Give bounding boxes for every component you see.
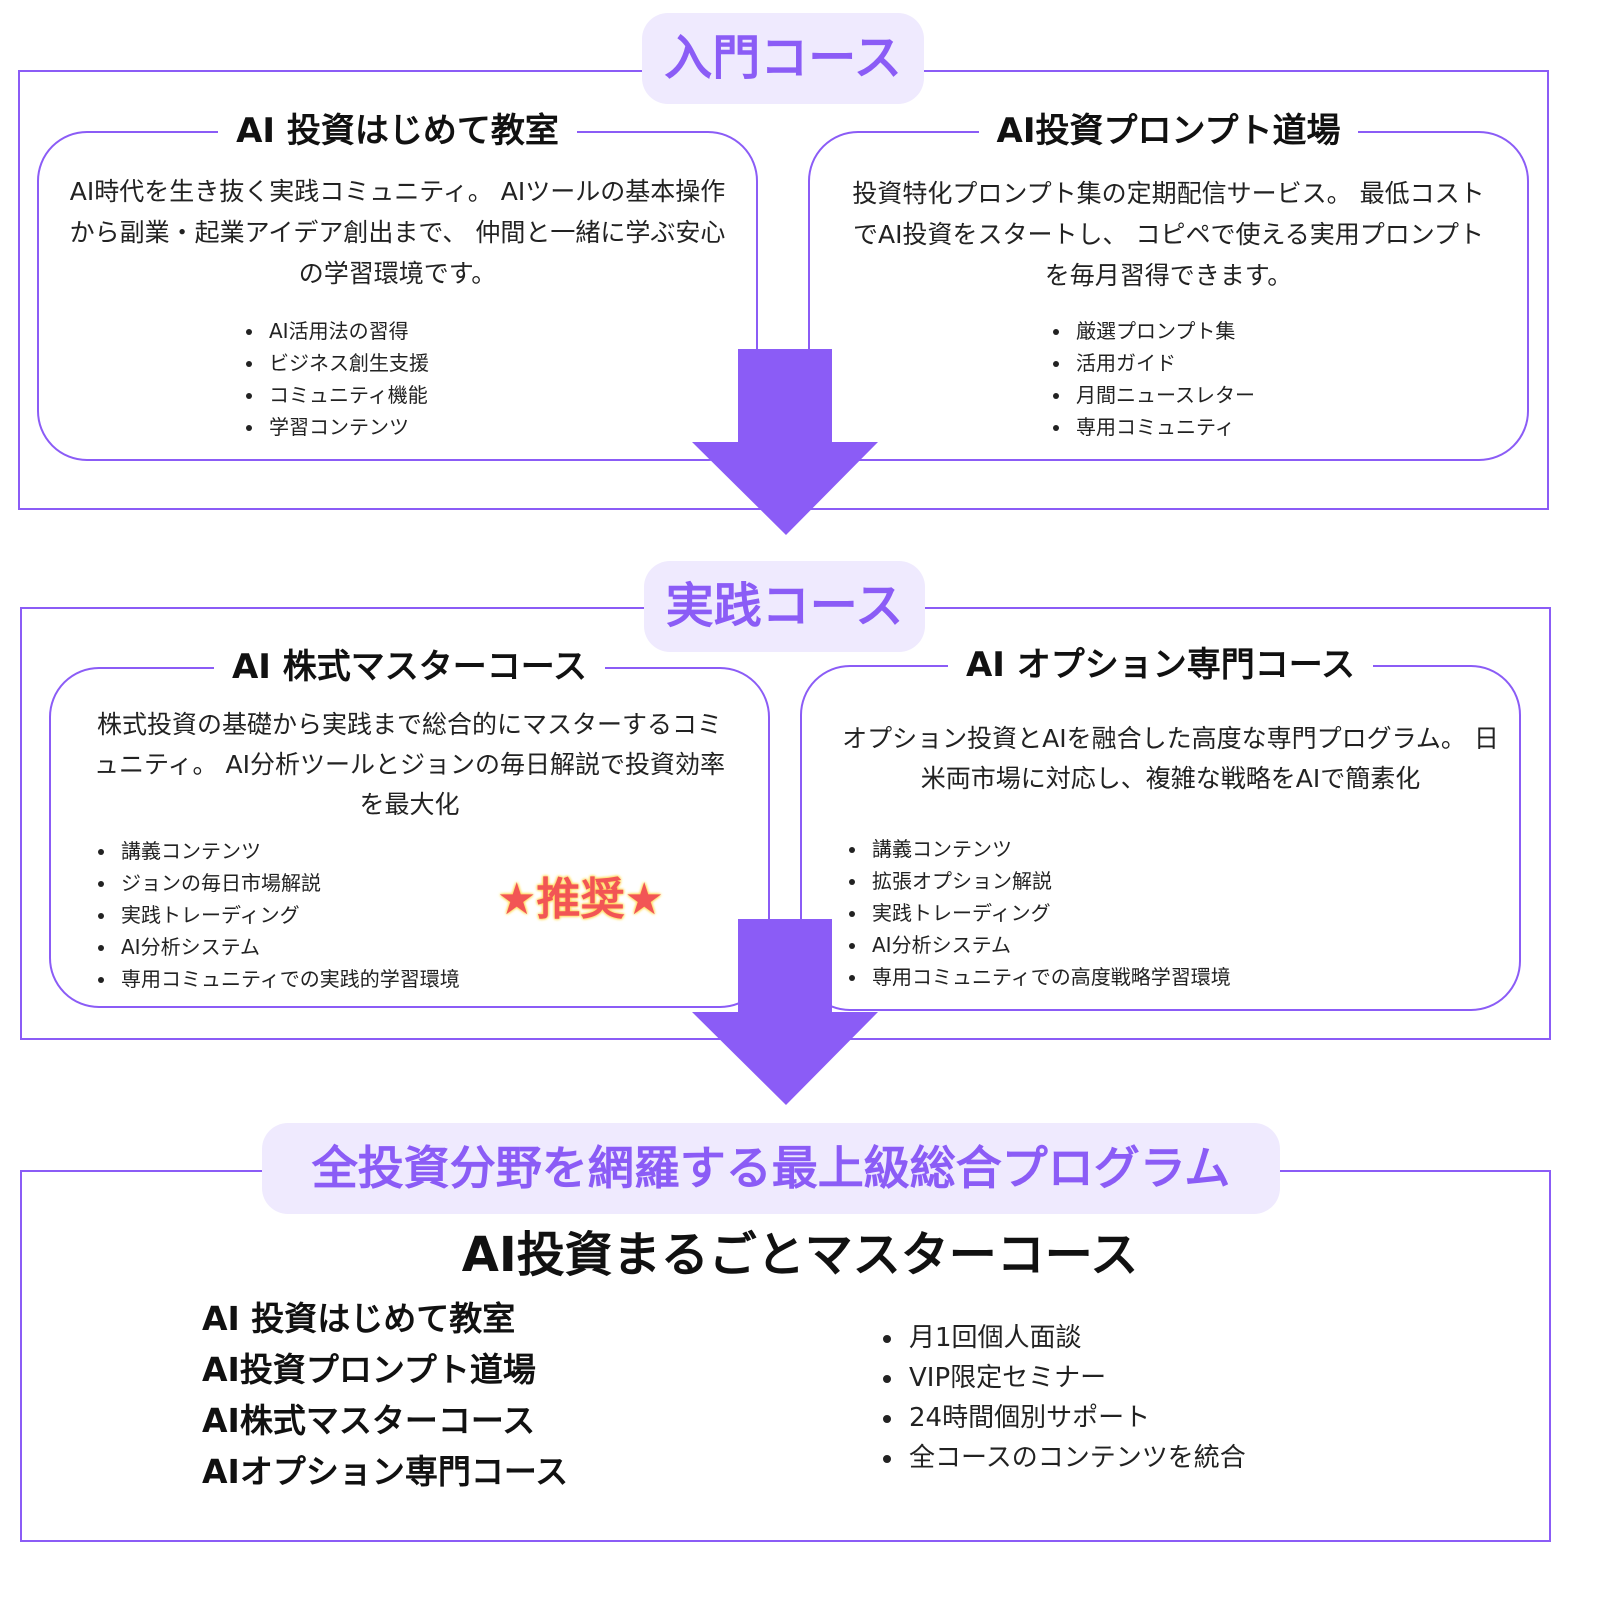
master-section-label: 全投資分野を網羅する最上級総合プログラム: [262, 1123, 1280, 1214]
included-courses: AI 投資はじめて教室 AI投資プロンプト道場 AI株式マスターコース AIオプ…: [202, 1293, 568, 1497]
list-item: 厳選プロンプト集: [1072, 315, 1255, 347]
list-item: AI分析システム: [868, 929, 1231, 961]
list-item: ジョンの毎日市場解説: [117, 867, 460, 899]
card-title: AI投資プロンプト道場: [978, 111, 1359, 151]
master-course-title: AI投資まるごとマスターコース: [461, 1227, 1139, 1283]
intro-section-label: 入門コース: [642, 13, 924, 104]
card-description: 株式投資の基礎から実践まで総合的にマスターするコミュニティ。 AI分析ツールとジ…: [94, 710, 725, 819]
master-feature-list: 月1回個人面談 VIP限定セミナー 24時間個別サポート 全コースのコンテンツを…: [875, 1318, 1246, 1478]
practice-section-label: 実践コース: [644, 561, 925, 652]
feature-list: 厳選プロンプト集 活用ガイド 月間ニュースレター 専用コミュニティ: [1046, 315, 1255, 443]
list-item: 講義コンテンツ: [868, 833, 1231, 865]
included-course: AIオプション専門コース: [202, 1452, 569, 1491]
feature-list: AI活用法の習得 ビジネス創生支援 コミュニティ機能 学習コンテンツ: [239, 315, 429, 443]
list-item: 学習コンテンツ: [265, 411, 429, 443]
card-title: AI オプション専門コース: [947, 645, 1374, 685]
list-item: 専用コミュニティでの実践的学習環境: [117, 963, 460, 995]
list-item: 拡張オプション解説: [868, 865, 1231, 897]
course-card-options: AI オプション専門コース オプション投資とAIを融合した高度な専門プログラム。…: [800, 645, 1521, 1011]
card-description: AI時代を生き抜く実践コミュニティ。 AIツールの基本操作から副業・起業アイデア…: [69, 177, 726, 288]
list-item: 全コースのコンテンツを統合: [905, 1438, 1246, 1478]
course-card-stock-master: AI 株式マスターコース 株式投資の基礎から実践まで総合的にマスターするコミュニ…: [49, 647, 770, 1008]
list-item: 活用ガイド: [1072, 347, 1255, 379]
course-card-prompt-dojo: AI投資プロンプト道場 投資特化プロンプト集の定期配信サービス。 最低コストでA…: [808, 111, 1529, 461]
list-item: ビジネス創生支援: [265, 347, 429, 379]
feature-list: 講義コンテンツ 拡張オプション解説 実践トレーディング AI分析システム 専用コ…: [842, 833, 1231, 993]
list-item: 24時間個別サポート: [905, 1398, 1246, 1438]
list-item: 実践トレーディング: [868, 897, 1231, 929]
list-item: 講義コンテンツ: [117, 835, 460, 867]
included-course: AI株式マスターコース: [202, 1401, 536, 1440]
course-card-ai-investing-beginner: AI 投資はじめて教室 AI時代を生き抜く実践コミュニティ。 AIツールの基本操…: [37, 111, 758, 461]
list-item: 月間ニュースレター: [1072, 379, 1255, 411]
card-description: 投資特化プロンプト集の定期配信サービス。 最低コストでAI投資をスタートし、 コ…: [852, 179, 1485, 290]
list-item: VIP限定セミナー: [905, 1358, 1246, 1398]
list-item: 月1回個人面談: [905, 1318, 1246, 1358]
list-item: コミュニティ機能: [265, 379, 429, 411]
recommended-badge: ★推奨★: [497, 874, 664, 925]
list-item: 専用コミュニティでの高度戦略学習環境: [868, 961, 1231, 993]
included-course: AI投資プロンプト道場: [202, 1350, 536, 1389]
card-description: オプション投資とAIを融合した高度な専門プログラム。 日米両市場に対応し、複雑な…: [842, 724, 1499, 793]
list-item: 実践トレーディング: [117, 899, 460, 931]
list-item: AI活用法の習得: [265, 315, 429, 347]
feature-list: 講義コンテンツ ジョンの毎日市場解説 実践トレーディング AI分析システム 専用…: [91, 835, 460, 995]
list-item: AI分析システム: [117, 931, 460, 963]
card-title: AI 投資はじめて教室: [218, 111, 577, 151]
card-title: AI 株式マスターコース: [213, 647, 606, 687]
included-course: AI 投資はじめて教室: [202, 1299, 516, 1338]
list-item: 専用コミュニティ: [1072, 411, 1255, 443]
